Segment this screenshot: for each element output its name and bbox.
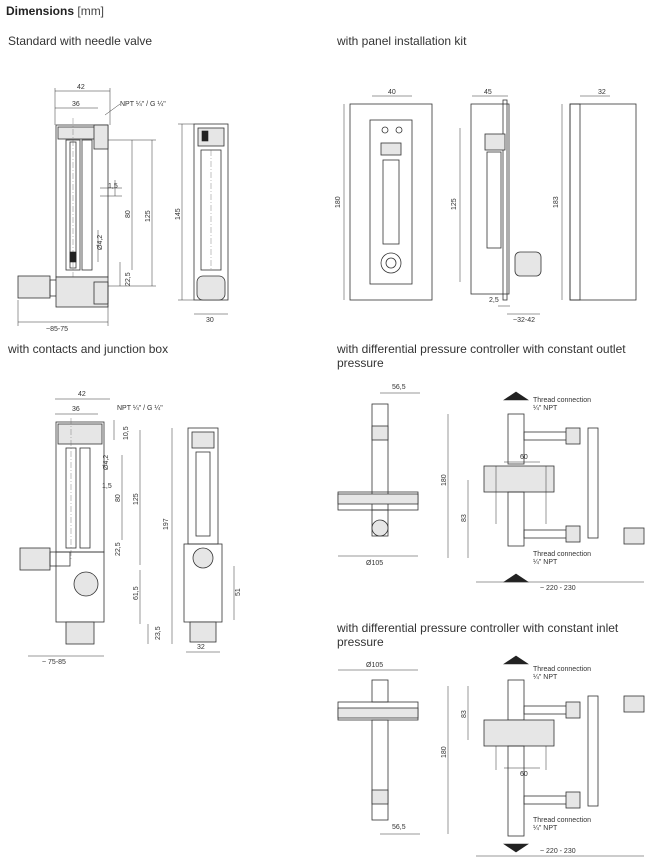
contacts-dim-23-5: 23,5 bbox=[155, 626, 162, 640]
drawing-inlet-right: Thread connection ¼" NPT 60 Thread conne… bbox=[441, 655, 645, 857]
outlet-thread-top-1: Thread connection bbox=[533, 397, 591, 404]
title-unit: [mm] bbox=[77, 4, 105, 18]
outlet-dim-range: ~ 220 - 230 bbox=[540, 585, 576, 592]
caption-needle-valve: Standard with needle valve bbox=[8, 34, 153, 48]
dim-dia-4-2: Ø4,2 bbox=[97, 235, 104, 250]
caption-inlet-controller: with differential pressure controller wi… bbox=[337, 621, 619, 649]
outlet-dim-83: 83 bbox=[461, 514, 468, 522]
drawing-needle-valve-front: 30 145 bbox=[175, 123, 229, 324]
outlet-dim-56-5: 56,5 bbox=[392, 384, 406, 391]
dim-30: 30 bbox=[206, 317, 214, 324]
inlet-dim-56-5: 56,5 bbox=[392, 824, 406, 831]
dim-range-85-75: ~85-75 bbox=[46, 326, 68, 333]
contacts-dim-dia-4-2: Ø4,2 bbox=[103, 455, 110, 470]
contacts-dim-80: 80 bbox=[115, 494, 122, 502]
panel-dim-32: 32 bbox=[598, 89, 606, 96]
drawing-inlet-left: Ø105 56,5 bbox=[337, 662, 420, 835]
panel-dim-183: 183 bbox=[553, 196, 560, 208]
contacts-dim-range-75-85: ~ 75-85 bbox=[42, 659, 66, 666]
drawing-outlet-right: Thread connection ¼" NPT 60 Thread conne… bbox=[441, 391, 645, 592]
panel-dim-2-5: 2,5 bbox=[489, 297, 499, 304]
outlet-thread-bottom-2: ¼" NPT bbox=[533, 559, 558, 566]
inlet-dim-180: 180 bbox=[441, 746, 448, 758]
title-text: Dimensions bbox=[6, 4, 75, 18]
panel-dim-32-42: ~32-42 bbox=[513, 317, 535, 324]
drawing-panel-front: 40 180 bbox=[335, 89, 433, 301]
dim-42: 42 bbox=[77, 84, 85, 91]
contacts-dim-51: 51 bbox=[235, 588, 242, 596]
drawing-contacts-front: 197 51 32 bbox=[163, 427, 242, 653]
contacts-dim-61-5: 61,5 bbox=[133, 586, 140, 600]
contacts-dim-1-5: 1,5 bbox=[102, 483, 112, 490]
inlet-dim-range: ~ 220 - 230 bbox=[540, 848, 576, 855]
thread-label: NPT ¼" / G ¼" bbox=[120, 101, 166, 108]
panel-dim-180: 180 bbox=[335, 196, 342, 208]
drawing-needle-valve-side: 42 36 NPT ¼" / G ¼" 1,5 80 125 Ø4,2 2 bbox=[17, 84, 166, 333]
drawing-contacts-side: 42 36 NPT ¼" / G ¼" 10,5 Ø4,2 1,5 80 125… bbox=[19, 391, 163, 666]
contacts-dim-36: 36 bbox=[72, 406, 80, 413]
panel-dim-40: 40 bbox=[388, 89, 396, 96]
drawing-outlet-left: 56,5 Ø105 bbox=[337, 384, 420, 567]
contacts-dim-125: 125 bbox=[133, 493, 140, 505]
dim-145: 145 bbox=[175, 208, 182, 220]
dim-36: 36 bbox=[72, 101, 80, 108]
inlet-thread-top-2: ¼" NPT bbox=[533, 674, 558, 681]
outlet-dim-60: 60 bbox=[520, 454, 528, 461]
panel-dim-45: 45 bbox=[484, 89, 492, 96]
drawing-panel-side: 45 125 2,5 ~32-42 bbox=[451, 89, 542, 324]
dim-80: 80 bbox=[125, 210, 132, 218]
contacts-thread-label: NPT ¼" / G ¼" bbox=[117, 405, 163, 412]
inlet-thread-bottom-1: Thread connection bbox=[533, 817, 591, 824]
contacts-dim-10-5: 10,5 bbox=[123, 426, 130, 440]
caption-outlet-controller: with differential pressure controller wi… bbox=[337, 342, 626, 370]
inlet-thread-bottom-2: ¼" NPT bbox=[533, 825, 558, 832]
panel-dim-125: 125 bbox=[451, 198, 458, 210]
dim-22-5: 22,5 bbox=[125, 272, 132, 286]
dim-1-5: 1,5 bbox=[108, 183, 118, 190]
outlet-dim-180: 180 bbox=[441, 474, 448, 486]
dim-125: 125 bbox=[145, 210, 152, 222]
drawing-panel-back: 32 183 bbox=[553, 89, 637, 301]
inlet-dim-dia-105: Ø105 bbox=[366, 662, 383, 669]
inlet-thread-top-1: Thread connection bbox=[533, 666, 591, 673]
page-title: Dimensions [mm] bbox=[6, 4, 104, 18]
contacts-dim-22-5: 22,5 bbox=[115, 542, 122, 556]
outlet-thread-top-2: ¼" NPT bbox=[533, 405, 558, 412]
contacts-dim-32: 32 bbox=[197, 644, 205, 651]
caption-contacts: with contacts and junction box bbox=[8, 342, 169, 356]
caption-panel-kit: with panel installation kit bbox=[337, 34, 467, 48]
inlet-dim-83: 83 bbox=[461, 710, 468, 718]
outlet-dim-dia-105: Ø105 bbox=[366, 560, 383, 567]
outlet-thread-bottom-1: Thread connection bbox=[533, 551, 591, 558]
contacts-dim-197: 197 bbox=[163, 518, 170, 530]
contacts-dim-42: 42 bbox=[78, 391, 86, 398]
